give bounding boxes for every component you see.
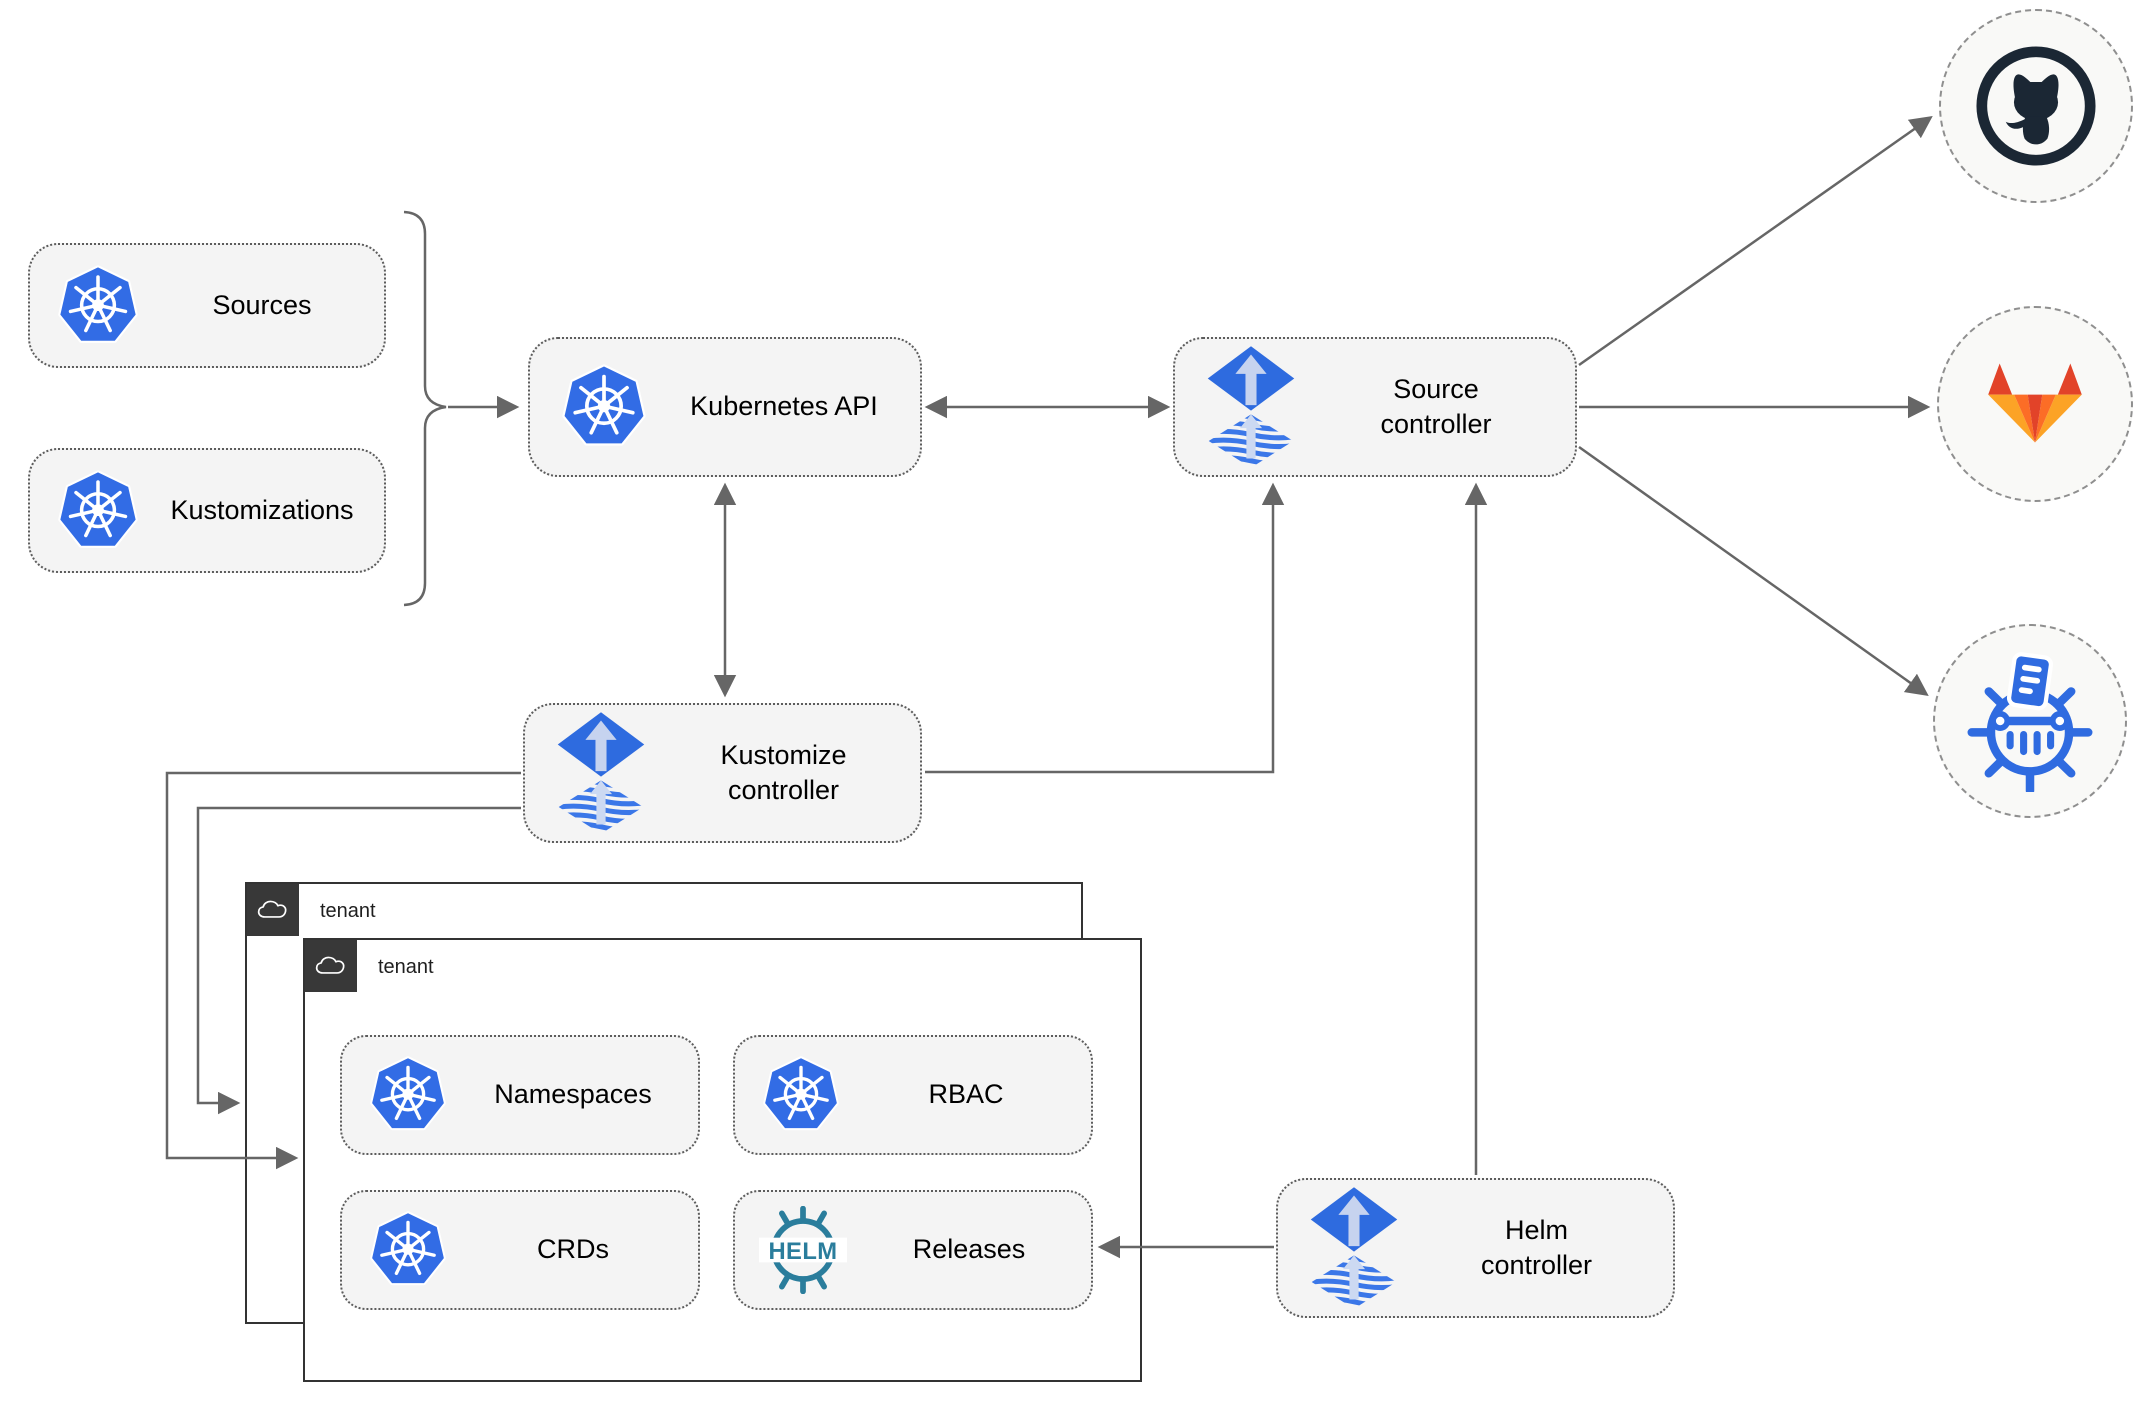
- node-kustomize-controller: Kustomize controller: [523, 703, 922, 843]
- node-crds: CRDs: [340, 1190, 700, 1310]
- node-rbac: RBAC: [733, 1035, 1093, 1155]
- remote-github: [1939, 9, 2133, 203]
- connector-kustomize-to-source-controller: [925, 482, 1285, 774]
- kubernetes-icon: [56, 469, 140, 553]
- node-sources-label: Sources: [212, 289, 312, 320]
- kubernetes-icon: [56, 264, 140, 348]
- connector-source-to-chartmuseum: [1578, 445, 1929, 696]
- gitlab-icon: [1983, 358, 2087, 450]
- cloud-icon: [305, 940, 357, 992]
- kubernetes-icon: [368, 1055, 448, 1135]
- node-source-controller: Source controller: [1173, 337, 1577, 477]
- node-namespaces-label: Namespaces: [494, 1079, 652, 1110]
- node-rbac-label: RBAC: [928, 1079, 1004, 1110]
- node-helm-controller: Helm controller: [1276, 1178, 1675, 1318]
- tenant-back-label: tenant: [320, 899, 376, 922]
- node-kustomize-controller-label: Kustomize controller: [720, 739, 847, 805]
- node-kubernetes-api-label: Kubernetes API: [690, 391, 878, 422]
- helm-icon: [759, 1206, 847, 1294]
- github-icon: [1973, 43, 2099, 169]
- node-kubernetes-api: Kubernetes API: [528, 337, 922, 477]
- flux-icon: [1308, 1187, 1400, 1309]
- node-kustomizations: Kustomizations: [28, 448, 386, 573]
- connector-source-to-github: [1578, 116, 1933, 367]
- tenant-front-label: tenant: [378, 955, 434, 978]
- node-source-controller-label: Source controller: [1380, 373, 1492, 439]
- chartmuseum-icon: [1959, 650, 2101, 792]
- node-releases-label: Releases: [912, 1234, 1026, 1265]
- node-crds-label: CRDs: [537, 1234, 609, 1265]
- flux-icon: [1205, 346, 1297, 468]
- node-helm-controller-label: Helm controller: [1480, 1214, 1593, 1280]
- kubernetes-icon: [368, 1210, 448, 1290]
- node-releases: Releases: [733, 1190, 1093, 1310]
- cloud-icon: [247, 884, 299, 936]
- remote-gitlab: [1937, 306, 2133, 502]
- remote-chartmuseum: [1933, 624, 2127, 818]
- flux-icon: [555, 712, 647, 834]
- brace-sources-group: [403, 210, 447, 607]
- kubernetes-icon: [761, 1055, 841, 1135]
- node-sources: Sources: [28, 243, 386, 368]
- node-kustomizations-label: Kustomizations: [170, 494, 354, 525]
- tenant-container-front: tenant: [303, 938, 1142, 1382]
- node-namespaces: Namespaces: [340, 1035, 700, 1155]
- kubernetes-icon: [560, 363, 648, 451]
